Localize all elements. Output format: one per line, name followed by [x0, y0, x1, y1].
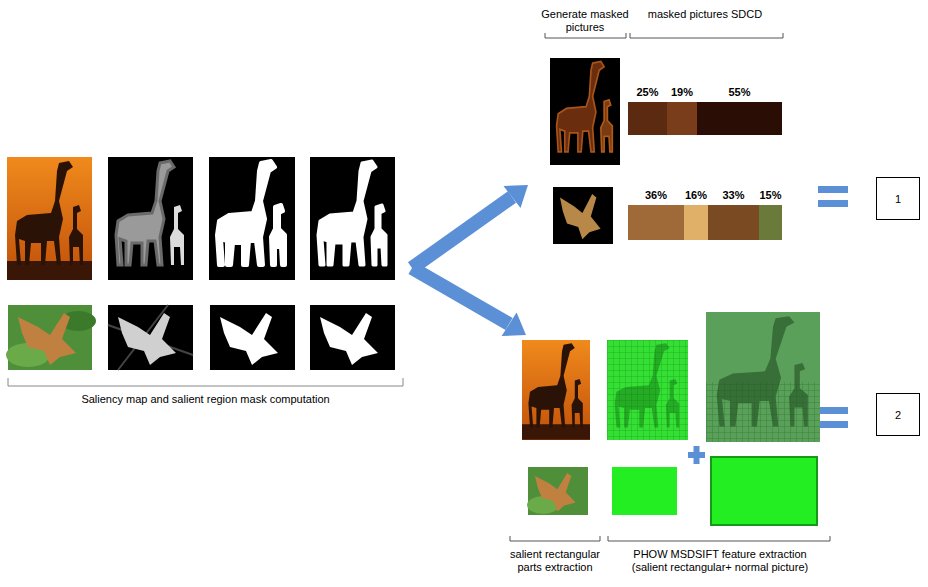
callout-number: 1: [895, 193, 901, 205]
percentage: 15%: [751, 189, 791, 202]
percentage: 33%: [714, 189, 754, 202]
result-box: 2: [876, 393, 920, 436]
percentage: 36%: [636, 189, 676, 202]
percentage: 16%: [676, 189, 716, 202]
step-label: PHOW MSDSIFT feature extraction (salient…: [615, 548, 825, 574]
caption-label: Saliency map and salient region mask com…: [8, 393, 403, 406]
percentage: 19%: [662, 86, 702, 99]
callout-number: 2: [895, 409, 901, 421]
column-heading: Generate masked pictures: [540, 8, 630, 34]
result-box: 1: [876, 177, 920, 220]
column-heading: masked pictures SDCD: [640, 8, 770, 21]
percentage: 25%: [628, 86, 668, 99]
step-label: salient rectangular parts extraction: [503, 548, 607, 574]
percentage: 55%: [720, 86, 760, 99]
